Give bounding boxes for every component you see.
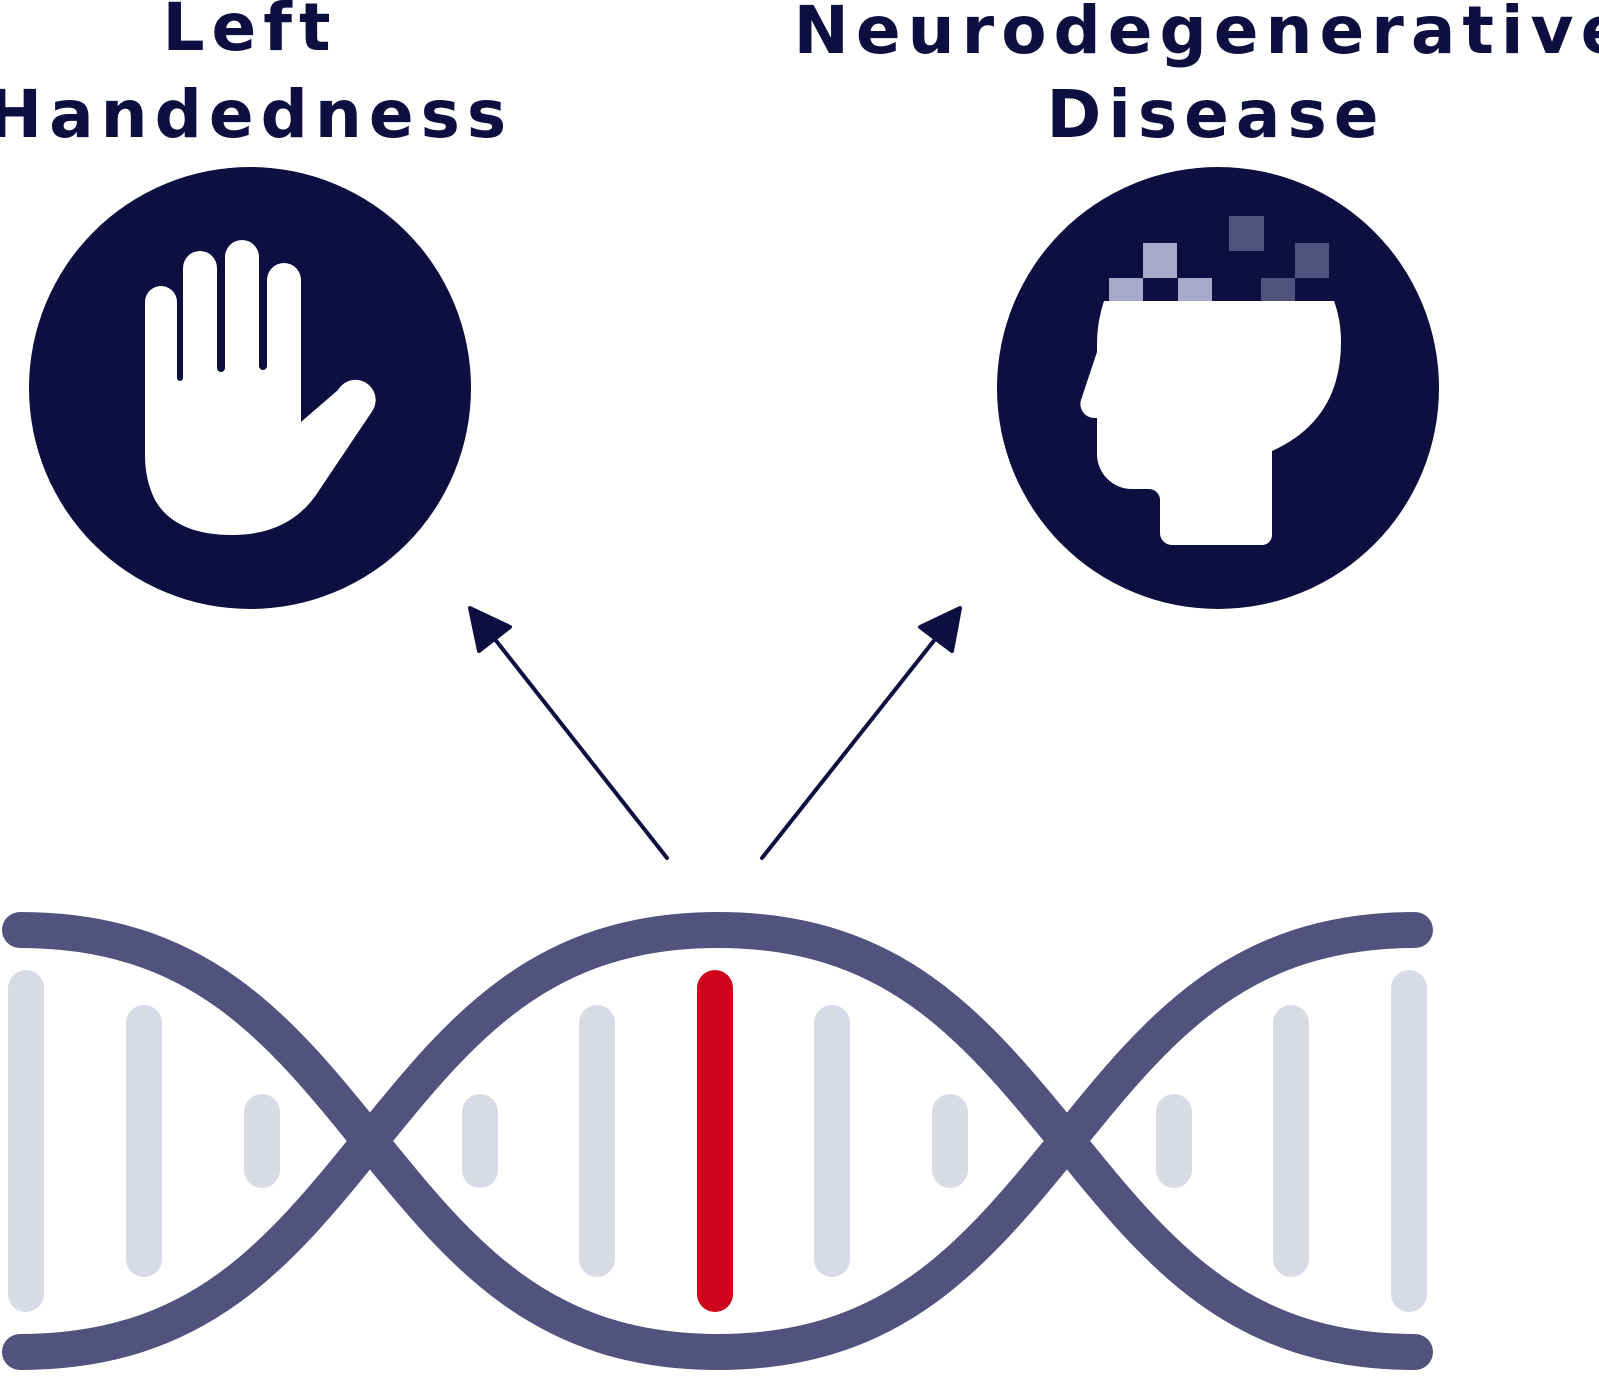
dna-strand-a [2, 912, 1433, 1371]
head-icon [997, 167, 1439, 609]
left-title-line1: Left [162, 0, 337, 66]
dna-helix-icon [2, 911, 1433, 1371]
arrow-to-left-handedness [468, 606, 669, 860]
arrow-to-neurodegenerative-disease [760, 606, 962, 860]
right-title-line1: Neurodegenerative [794, 0, 1599, 69]
left-title-line2: Handedness [0, 76, 513, 153]
right-title-line2: Disease [1046, 76, 1385, 153]
dna-strand-b [2, 911, 1433, 1370]
hand-icon [29, 167, 471, 609]
